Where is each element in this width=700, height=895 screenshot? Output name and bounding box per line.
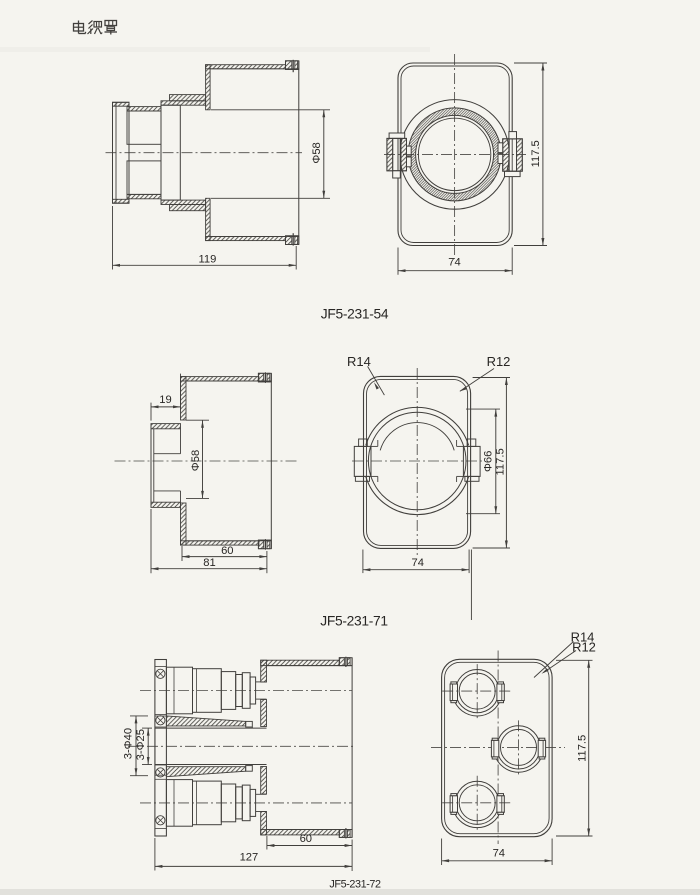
- svg-text:R12: R12: [572, 640, 596, 655]
- svg-text:3-Φ25: 3-Φ25: [135, 729, 147, 760]
- svg-text:Φ66: Φ66: [482, 451, 494, 472]
- svg-text:JF5-231-54: JF5-231-54: [321, 307, 389, 322]
- svg-text:R14: R14: [347, 354, 371, 369]
- svg-text:JF5-231-72: JF5-231-72: [329, 878, 381, 890]
- svg-text:Φ58: Φ58: [311, 142, 323, 163]
- svg-text:117.5: 117.5: [577, 735, 589, 762]
- svg-text:127: 127: [240, 852, 259, 864]
- svg-text:60: 60: [221, 545, 233, 557]
- svg-text:19: 19: [159, 394, 171, 406]
- svg-text:R14: R14: [571, 630, 595, 645]
- svg-text:74: 74: [448, 257, 460, 269]
- svg-text:74: 74: [411, 557, 423, 569]
- svg-text:74: 74: [493, 847, 505, 859]
- svg-text:Φ58: Φ58: [190, 450, 202, 471]
- svg-text:117.5: 117.5: [530, 140, 542, 167]
- svg-text:119: 119: [198, 254, 216, 266]
- svg-text:JF5-231-71: JF5-231-71: [320, 613, 388, 628]
- svg-text:3-Φ40: 3-Φ40: [123, 728, 135, 759]
- svg-text:R12: R12: [487, 354, 511, 369]
- svg-text:81: 81: [203, 557, 215, 569]
- svg-text:117.5: 117.5: [494, 448, 506, 475]
- svg-text:60: 60: [300, 833, 312, 845]
